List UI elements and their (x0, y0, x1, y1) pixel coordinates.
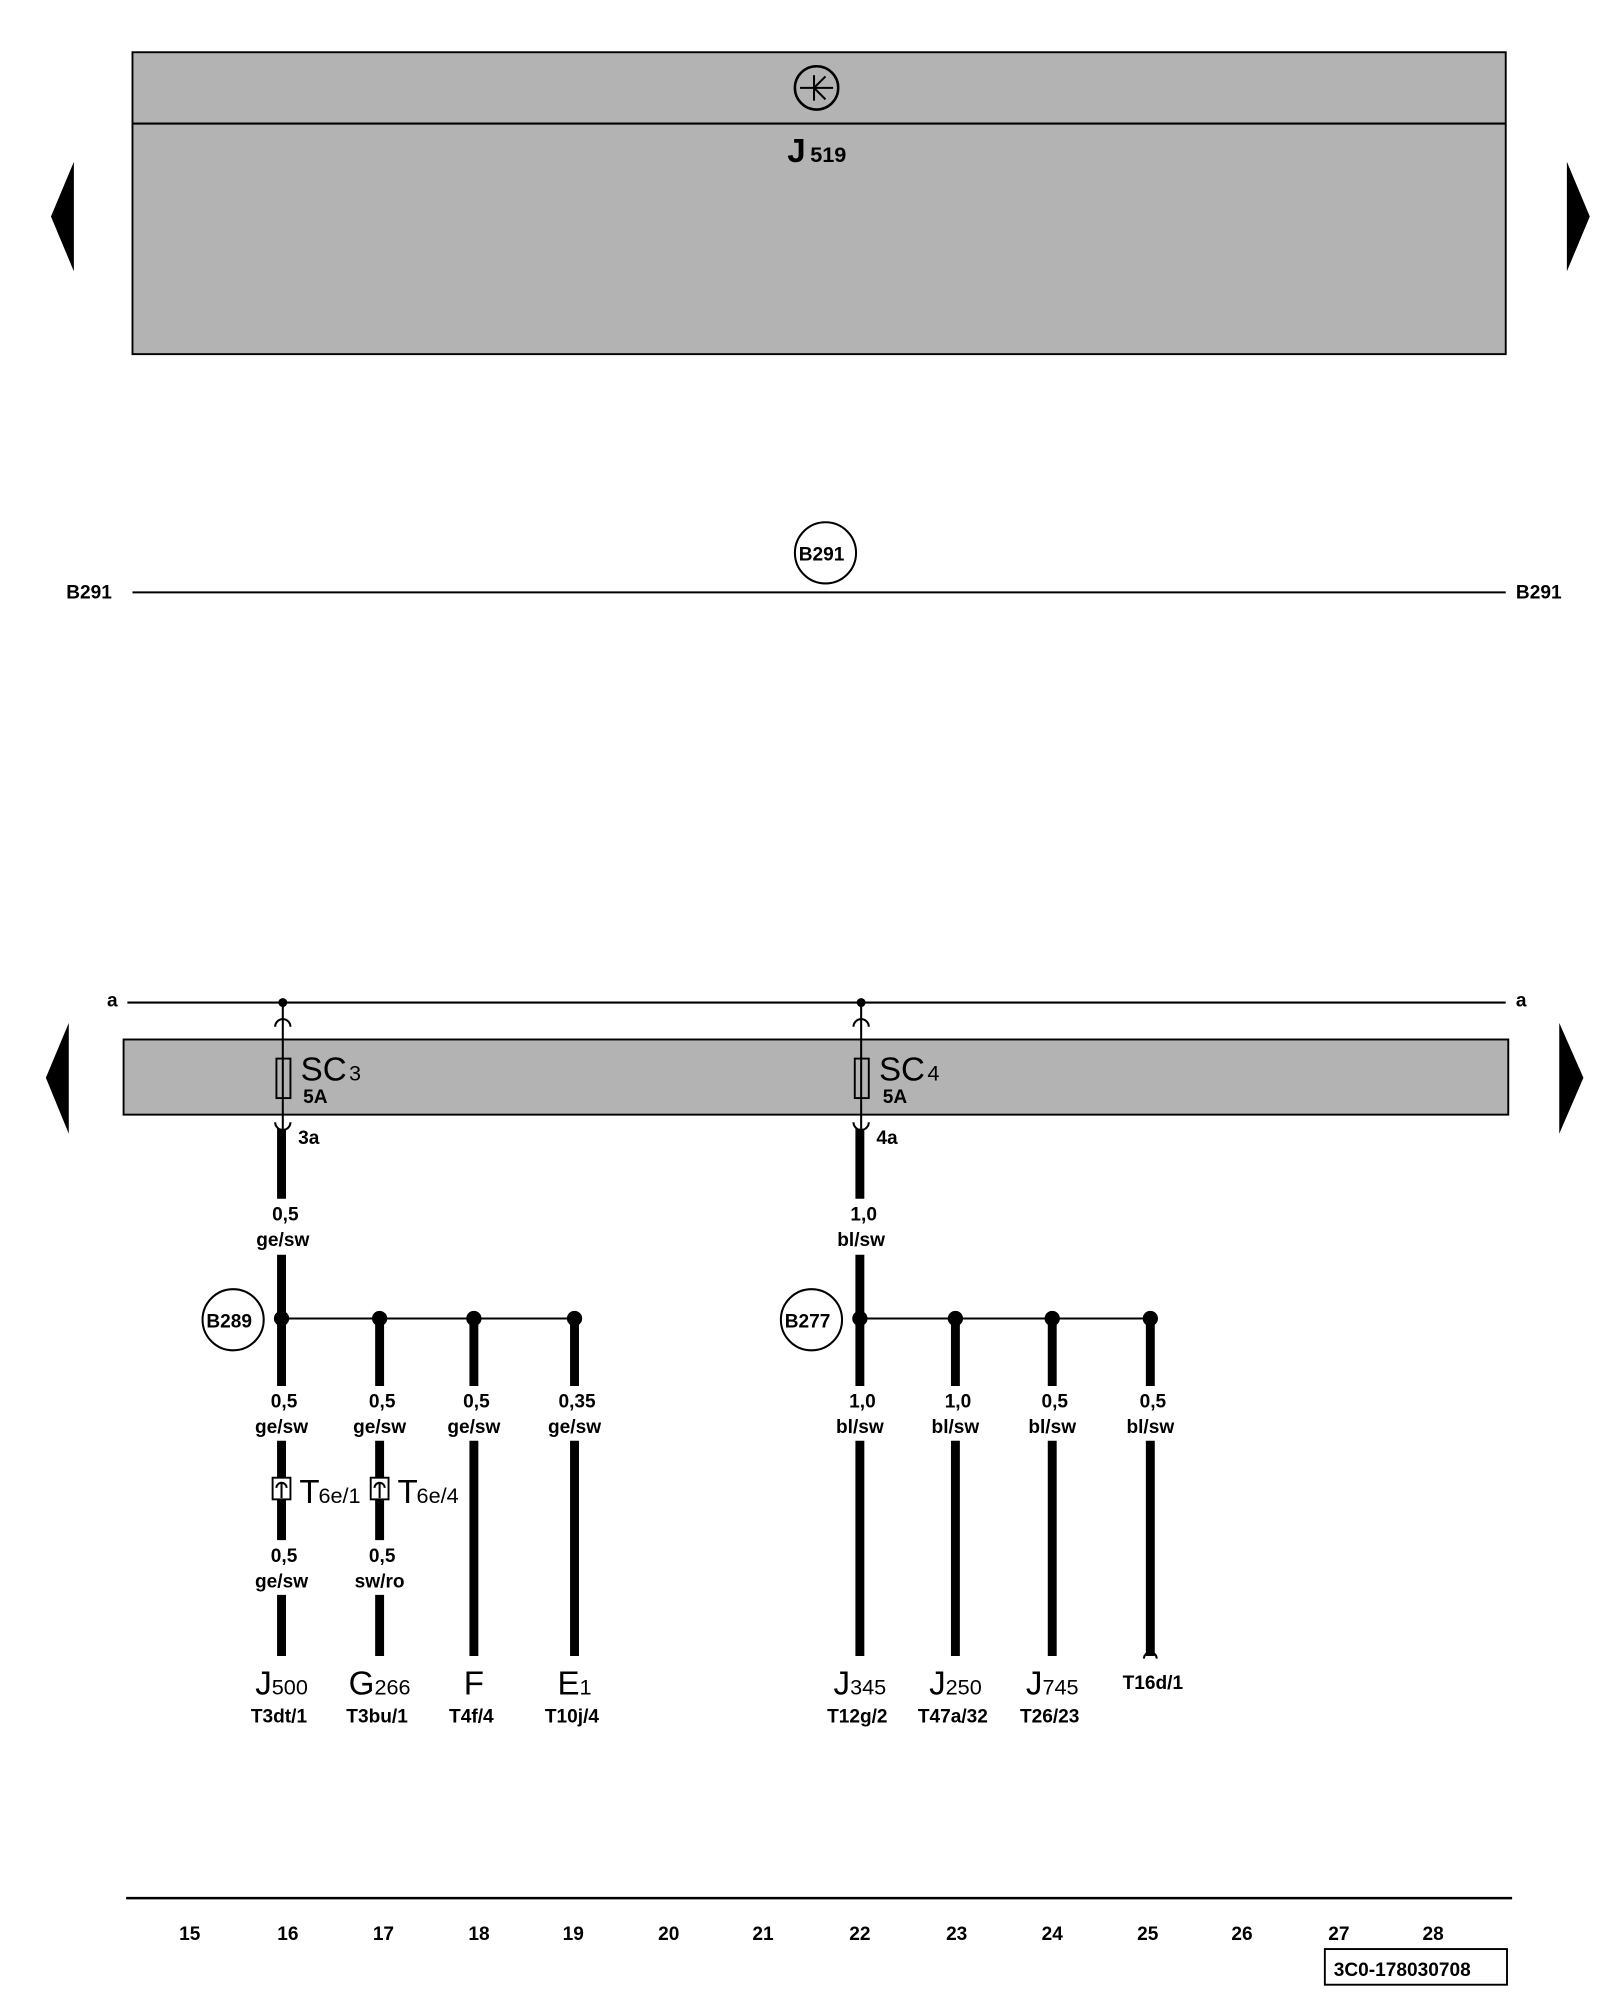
track-number: 20 (658, 1924, 679, 1945)
branch-wire: 0,5 ge/swF T4f/4 (447, 1310, 501, 1727)
fuse-sub: 4 (927, 1060, 939, 1085)
doc-id: 3C0-178030708 (1334, 1960, 1471, 1981)
bus-right-label: B291 (1516, 583, 1562, 604)
component-label: E1 (557, 1665, 591, 1702)
control-unit-label: J (787, 133, 805, 170)
wire-color: sw/ro (355, 1571, 405, 1592)
wire-color: bl/sw (837, 1230, 885, 1251)
track-number: 25 (1137, 1924, 1159, 1945)
connector-label: T (397, 1474, 417, 1511)
wire-size: 0,5 (271, 1546, 298, 1567)
supply-left-label: a (107, 990, 118, 1011)
bus-b291: B291 B291 B291 (66, 521, 1562, 604)
control-unit-j519: J 519 (131, 51, 1507, 356)
pin-label: T10j/4 (545, 1706, 600, 1727)
wire-color: bl/sw (932, 1417, 980, 1438)
wire-color: ge/sw (255, 1417, 308, 1438)
page-prev-arrow-icon[interactable] (50, 161, 74, 272)
connector-sub: 6e/4 (417, 1483, 459, 1508)
wire-size: 0,5 (369, 1392, 396, 1413)
connector-icon (369, 1476, 390, 1501)
fuse-sc3: SC 3 5A 3a 0,5 ge/sw B289 (201, 998, 575, 1352)
fuse-sub: 3 (349, 1060, 361, 1085)
track-number: 16 (277, 1924, 298, 1945)
wire-size: 1,0 (945, 1392, 972, 1413)
wire-size: 1,0 (850, 1204, 877, 1225)
bus-left-label: B291 (66, 583, 112, 604)
fuse-panel (122, 1038, 1510, 1116)
supply-right-label: a (1516, 990, 1527, 1011)
component-label: J500 (255, 1665, 308, 1702)
track-number: 18 (468, 1924, 490, 1945)
wire-color: ge/sw (255, 1571, 308, 1592)
pin-label: T3dt/1 (251, 1706, 308, 1727)
wire-size: 1,0 (849, 1392, 876, 1413)
wire-color: bl/sw (836, 1417, 884, 1438)
bus-node-label: B291 (799, 545, 845, 566)
connector-sub: 6e/1 (318, 1483, 360, 1508)
wire-color: ge/sw (353, 1417, 406, 1438)
pin-label: T3bu/1 (346, 1706, 408, 1727)
track-number: 17 (373, 1924, 394, 1945)
wire-color: ge/sw (548, 1417, 601, 1438)
wire-size: 0,5 (272, 1204, 299, 1225)
track-number: 24 (1042, 1924, 1064, 1945)
page-next-arrow-icon[interactable] (1566, 161, 1590, 272)
track-number: 21 (752, 1924, 774, 1945)
pin-label: T47a/32 (918, 1706, 988, 1727)
component-label: G266 (349, 1665, 411, 1702)
page-next-arrow-icon[interactable] (1559, 1022, 1584, 1134)
wire-color: ge/sw (447, 1417, 500, 1438)
branch-wires: 0,5ge/swT6e/10,5ge/swJ500T3dt/10,5ge/swT… (251, 1310, 1184, 1727)
track-number: 23 (946, 1924, 967, 1945)
node-label: B277 (785, 1311, 831, 1332)
wire-color: bl/sw (1126, 1417, 1174, 1438)
wire-color: bl/sw (1028, 1417, 1076, 1438)
track-number: 22 (849, 1924, 870, 1945)
node-label: B289 (206, 1311, 252, 1332)
wire-size: 0,5 (1042, 1392, 1069, 1413)
fuse-sc4: SC 4 5A 4a 1,0 bl/sw B277 (779, 998, 1151, 1352)
wire-color: ge/sw (256, 1230, 309, 1251)
page-prev-arrow-icon[interactable] (45, 1022, 69, 1134)
fuse-pin: 3a (298, 1128, 320, 1149)
wire-size: 0,5 (271, 1392, 298, 1413)
wire-size: 0,5 (1140, 1392, 1167, 1413)
pin-label: T4f/4 (449, 1706, 494, 1727)
track-numbers: 15 16 17 18 19 20 21 22 23 24 25 26 27 28 (179, 1924, 1444, 1945)
component-label: J345 (834, 1665, 887, 1702)
fuse-rating: 5A (883, 1087, 908, 1108)
doc-id-box (1323, 1948, 1508, 1986)
track-number: 26 (1231, 1924, 1252, 1945)
fuse-pin: 4a (876, 1128, 898, 1149)
component-label: F (464, 1665, 484, 1702)
fuse-label: SC (301, 1051, 347, 1088)
wire-size: 0,35 (558, 1392, 596, 1413)
component-label: J250 (929, 1665, 982, 1702)
fuse-label: SC (879, 1051, 925, 1088)
wire-size: 0,5 (463, 1392, 490, 1413)
wire-size: 0,5 (369, 1546, 396, 1567)
connector-icon (271, 1476, 292, 1501)
control-unit-sub: 519 (810, 142, 846, 167)
pin-label: T12g/2 (827, 1706, 887, 1727)
track-number: 27 (1328, 1924, 1349, 1945)
track-number: 19 (563, 1924, 584, 1945)
connector-label: T (299, 1474, 319, 1511)
track-number: 28 (1422, 1924, 1444, 1945)
pin-label: T16d/1 (1123, 1673, 1184, 1694)
component-label: J745 (1026, 1665, 1079, 1702)
ground-symbol-icon (793, 64, 840, 111)
fuse-rating: 5A (303, 1087, 328, 1108)
pin-label: T26/23 (1020, 1706, 1079, 1727)
track-number: 15 (179, 1924, 201, 1945)
